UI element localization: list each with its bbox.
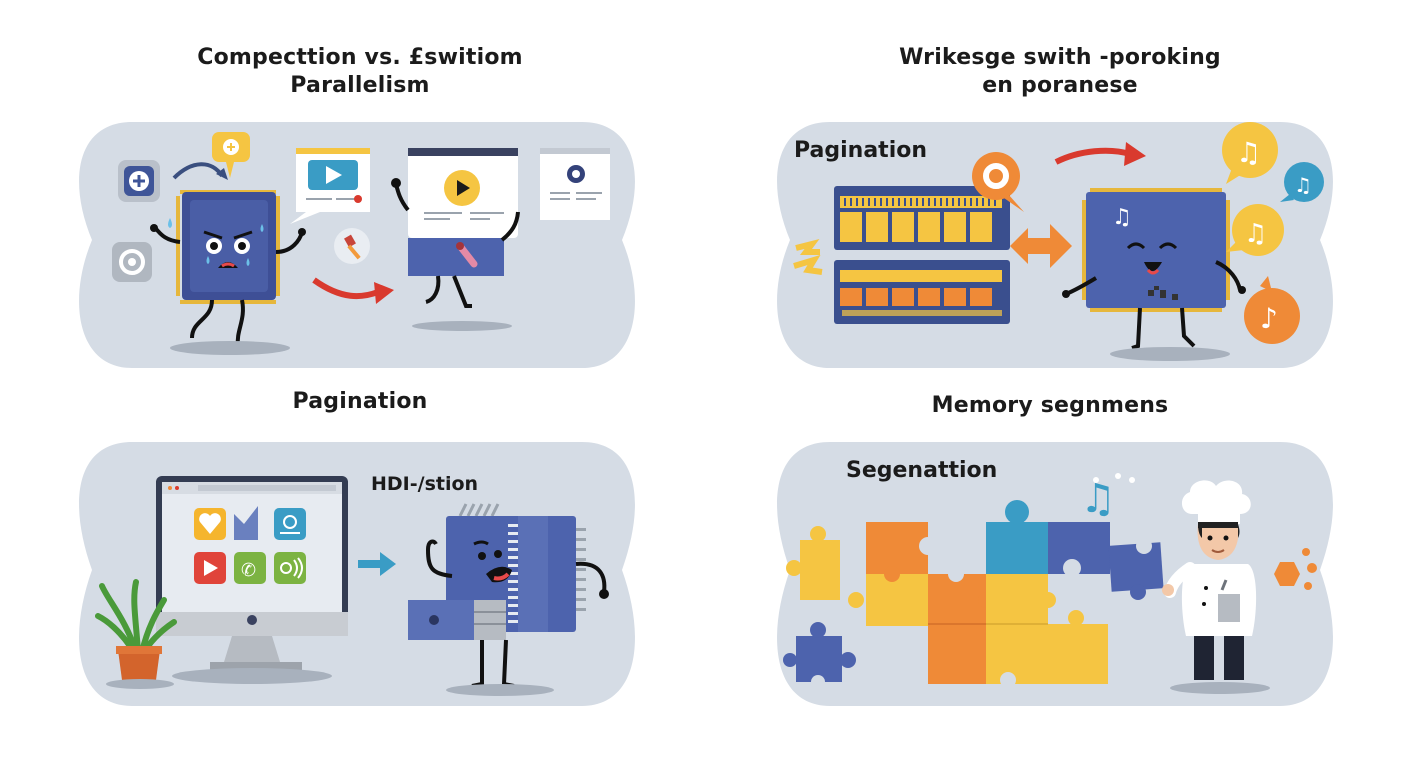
puzzle-piece-icon [783, 622, 856, 689]
target-icon [112, 242, 152, 282]
panel-bottom-left: ✆ [62, 440, 652, 708]
video-app-icon [194, 552, 226, 584]
title-line-1: Memory segnmens [931, 393, 1169, 418]
puzzle-piece-icon [866, 522, 937, 574]
ram-module-icon [834, 186, 1010, 250]
panel-title-bottom-right: Memory segnmens [840, 392, 1260, 420]
plant-icon [95, 579, 177, 689]
svg-text:♪: ♪ [1260, 302, 1278, 335]
plus-badge-icon [212, 132, 250, 178]
add-icon [118, 160, 160, 202]
hammer-icon [334, 228, 370, 264]
disk-drive-character [408, 503, 609, 696]
record-icon [540, 148, 610, 220]
heart-app-icon [194, 508, 226, 540]
stressed-cpu-chip [150, 190, 306, 355]
happy-cpu-chip: ♫ [1062, 188, 1246, 361]
svg-text:♫: ♫ [1236, 136, 1261, 169]
arrow-icon [312, 277, 380, 300]
svg-text:♫: ♫ [1112, 205, 1132, 230]
music-note-icon: ♪ [1244, 276, 1300, 344]
title-line-1: Compecttion vs. £switiom [197, 45, 523, 70]
phone-app-icon: ✆ [234, 552, 266, 584]
radio-app-icon [274, 552, 306, 584]
title-line-1: Pagination [292, 389, 428, 414]
svg-text:♫: ♫ [1244, 219, 1267, 249]
music-note-icon: ♫ [1222, 122, 1278, 184]
flag-app-icon [234, 506, 258, 540]
music-note-icon: ♫ [1280, 162, 1324, 202]
panel-bottom-right: ♫ [760, 440, 1350, 708]
lightning-icon [793, 239, 823, 275]
inner-label-hdi-station: HDI-/stion [371, 473, 479, 495]
badge-icon [1274, 548, 1317, 590]
title-line-2: Parallelism [290, 73, 430, 98]
music-note-icon: ♫ [1226, 204, 1284, 256]
puzzle-piece-icon [1048, 522, 1164, 600]
inner-label-pagination: Pagination [794, 138, 928, 163]
title-line-2: en poranese [982, 73, 1138, 98]
panel-top-left [62, 120, 652, 370]
video-play-icon [290, 148, 370, 224]
ram-module-icon [834, 260, 1010, 324]
puzzle-piece-icon [928, 566, 994, 684]
arrow-icon [1054, 147, 1131, 165]
puzzle-piece-icon [786, 526, 840, 600]
title-line-1: Wrikesge swith -poroking [899, 45, 1221, 70]
browser-play-icon [391, 148, 520, 331]
inner-label-segmentation: Segenattion [846, 458, 998, 483]
double-arrow-icon [1010, 224, 1072, 268]
arrow-icon [358, 552, 396, 576]
puzzle-piece-icon [986, 574, 1056, 688]
panel-top-right: ♫ ♫ ♫ ♫ ♪ [760, 120, 1350, 370]
svg-text:✆: ✆ [241, 560, 256, 581]
puzzle-piece-icon [1048, 610, 1108, 684]
panel-title-bottom-left: Pagination [150, 388, 570, 416]
svg-text:♫: ♫ [1294, 173, 1312, 197]
panel-title-top-right: Wrikesge swith -poroking en poranese [850, 44, 1270, 100]
music-note-icon: ♫ [1080, 476, 1116, 522]
panel-title-top-left: Compecttion vs. £switiom Parallelism [150, 44, 570, 100]
refresh-icon [972, 152, 1024, 212]
profile-app-icon [274, 508, 306, 540]
puzzle-piece-icon [848, 566, 928, 626]
chef-icon [1162, 480, 1270, 694]
